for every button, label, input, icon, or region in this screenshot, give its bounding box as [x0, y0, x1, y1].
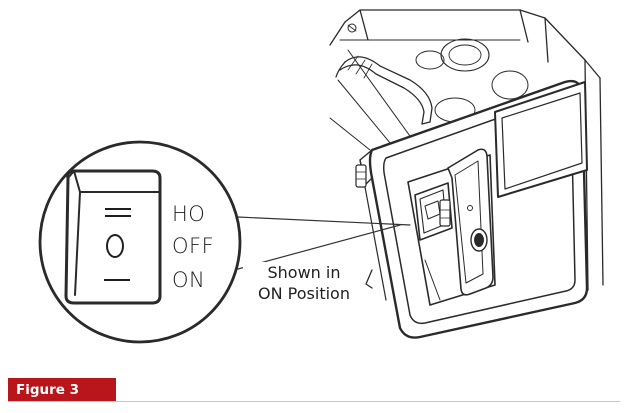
cable-drawing	[335, 55, 433, 125]
bezel-frame-drawing	[355, 79, 589, 339]
label-ho: HO	[172, 202, 206, 226]
off-symbol	[106, 234, 124, 258]
label-off: OFF	[172, 234, 215, 258]
figure-divider	[8, 401, 620, 402]
caption-line-1: Shown in	[267, 263, 341, 282]
on-symbol	[104, 279, 130, 281]
caption-line-2: ON Position	[258, 284, 350, 303]
ho-symbol	[105, 205, 131, 219]
position-caption: Shown in ON Position	[243, 262, 365, 304]
figure-label: Figure 3	[8, 378, 116, 402]
callout-lines	[237, 216, 411, 270]
label-on: ON	[172, 268, 206, 292]
